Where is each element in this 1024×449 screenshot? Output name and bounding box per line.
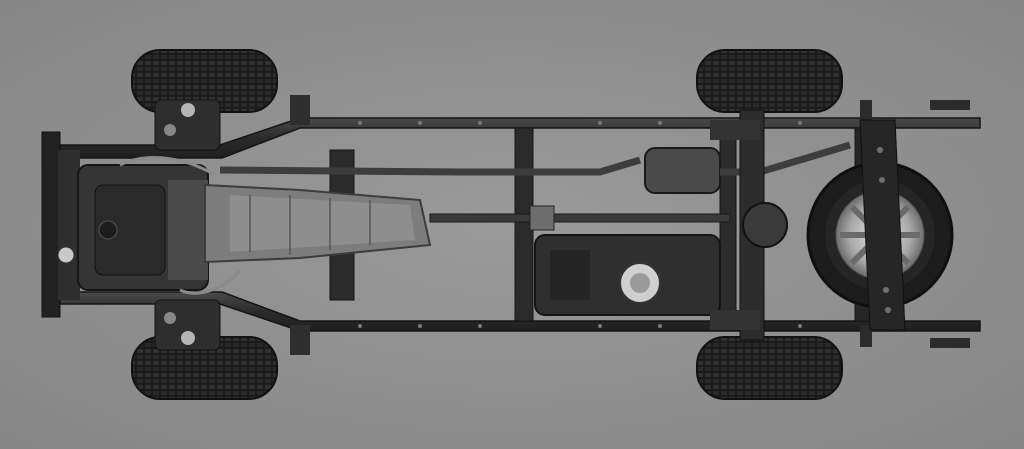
rear-left-tire	[696, 49, 843, 113]
rear-axle	[710, 109, 788, 341]
spare-carrier	[859, 119, 906, 331]
rear-right-tire	[696, 336, 843, 400]
front-bumper	[41, 131, 80, 318]
exhaust-system	[219, 141, 852, 194]
transmission	[204, 183, 432, 264]
front-suspension	[154, 95, 310, 355]
fuel-tank	[534, 234, 721, 316]
drive-shaft	[429, 205, 731, 231]
engine	[57, 156, 242, 295]
